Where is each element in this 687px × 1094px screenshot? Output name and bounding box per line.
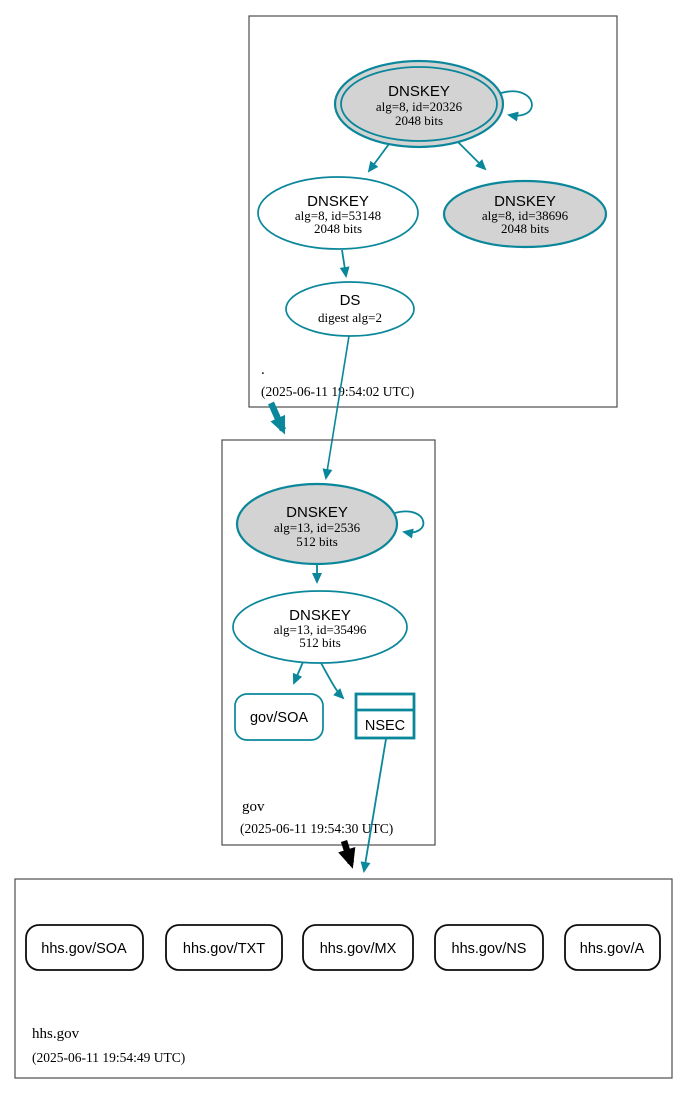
node-root-dnskey-38696-title: DNSKEY: [494, 193, 556, 210]
zone-gov-name: gov: [242, 799, 265, 815]
node-hhs-txt[interactable]: hhs.gov/TXT: [165, 924, 283, 971]
edge-gov-zsk-to-soa: [292, 661, 304, 685]
zone-hhs-name: hhs.gov: [32, 1026, 80, 1042]
node-gov-nsec[interactable]: NSEC: [354, 692, 416, 740]
node-gov-dnskey-35496-shape: [232, 590, 408, 664]
node-root-dnskey-53148-shape: [257, 176, 419, 250]
node-root-dnskey-53148-detail2: 2048 bits: [314, 221, 362, 236]
edge-gov-zsk-to-nsec: [320, 662, 345, 700]
node-hhs-mx[interactable]: hhs.gov/MX: [302, 924, 414, 971]
zone-root: DNSKEY alg=8, id=20326 2048 bits DNSKEY …: [248, 15, 618, 408]
zone-hhs-border: [14, 878, 673, 1079]
zone-hhs-timestamp: (2025-06-11 19:54:49 UTC): [32, 1050, 185, 1065]
node-hhs-txt-shape: [165, 924, 283, 971]
node-root-dnskey-38696-shape: [442, 179, 608, 249]
node-root-dnskey-53148[interactable]: DNSKEY alg=8, id=53148 2048 bits: [257, 176, 419, 250]
node-hhs-a-shape: [564, 924, 661, 971]
node-gov-dnskey-2536-detail2: 512 bits: [296, 534, 338, 549]
node-gov-nsec-label: NSEC: [365, 718, 405, 734]
node-root-dnskey-20326-outer: [333, 59, 505, 149]
node-gov-soa-shape: [234, 693, 324, 741]
node-hhs-a-label: hhs.gov/A: [580, 941, 645, 957]
node-hhs-soa[interactable]: hhs.gov/SOA: [25, 924, 144, 971]
zone-gov-timestamp: (2025-06-11 19:54:30 UTC): [240, 821, 393, 836]
node-hhs-ns[interactable]: hhs.gov/NS: [434, 924, 544, 971]
zone-root-border: [248, 15, 618, 408]
node-hhs-mx-shape: [302, 924, 414, 971]
edge-root-zsk-to-ds: [339, 249, 350, 278]
node-gov-ds[interactable]: DS digest alg=2: [285, 281, 415, 337]
zone-hhs: hhs.gov/SOA hhs.gov/TXT hhs.gov/MX hhs.g…: [14, 878, 673, 1079]
node-root-dnskey-20326[interactable]: DNSKEY alg=8, id=20326 2048 bits: [333, 59, 505, 149]
node-gov-dnskey-35496[interactable]: DNSKEY alg=13, id=35496 512 bits: [232, 590, 408, 664]
node-root-dnskey-20326-title: DNSKEY: [388, 83, 450, 100]
node-hhs-a[interactable]: hhs.gov/A: [564, 924, 661, 971]
node-root-dnskey-20326-detail2: 2048 bits: [395, 113, 443, 128]
node-gov-dnskey-35496-title: DNSKEY: [289, 607, 351, 624]
node-hhs-txt-label: hhs.gov/TXT: [183, 941, 265, 957]
node-hhs-mx-label: hhs.gov/MX: [320, 941, 397, 957]
node-gov-dnskey-35496-detail1: alg=13, id=35496: [274, 622, 367, 637]
node-hhs-soa-label: hhs.gov/SOA: [41, 941, 127, 957]
edge-root-ksk-to-zsk: [367, 143, 390, 173]
node-root-dnskey-38696[interactable]: DNSKEY alg=8, id=38696 2048 bits: [442, 179, 608, 249]
node-gov-dnskey-2536-title: DNSKEY: [286, 504, 348, 521]
zone-root-name: .: [261, 362, 265, 378]
node-gov-ds-title: DS: [340, 292, 361, 309]
node-hhs-ns-label: hhs.gov/NS: [452, 941, 527, 957]
zone-root-timestamp: (2025-06-11 19:54:02 UTC): [261, 384, 414, 399]
node-root-dnskey-20326-inner: [340, 66, 498, 142]
zone-gov-border: [221, 439, 436, 846]
node-root-dnskey-20326-detail1: alg=8, id=20326: [376, 99, 463, 114]
edge-nsec-to-hhs: [360, 738, 387, 873]
node-gov-dnskey-35496-detail2: 512 bits: [299, 635, 341, 650]
edge-secure-delegation-root-to-gov: [268, 401, 286, 435]
node-gov-soa[interactable]: gov/SOA: [234, 693, 324, 741]
node-gov-soa-label: gov/SOA: [250, 710, 308, 726]
node-gov-dnskey-2536-detail1: alg=13, id=2536: [274, 520, 361, 535]
edge-insecure-delegation-gov-to-hhs: [338, 840, 356, 869]
zone-gov: DNSKEY alg=13, id=2536 512 bits DNSKEY a…: [221, 439, 436, 846]
node-gov-dnskey-2536[interactable]: DNSKEY alg=13, id=2536 512 bits: [235, 482, 399, 566]
node-hhs-soa-shape: [25, 924, 144, 971]
edge-root-ksk-to-ksk2: [457, 141, 487, 171]
node-root-dnskey-38696-detail1: alg=8, id=38696: [482, 208, 569, 223]
node-root-dnskey-53148-detail1: alg=8, id=53148: [295, 208, 381, 223]
node-gov-ds-detail1: digest alg=2: [318, 310, 382, 325]
edge-root-ksk-selfsign: [500, 90, 533, 122]
node-root-dnskey-38696-detail2: 2048 bits: [501, 221, 549, 236]
node-gov-dnskey-2536-shape: [235, 482, 399, 566]
edge-gov-ksk-selfsign: [394, 510, 425, 539]
node-root-dnskey-53148-title: DNSKEY: [307, 193, 369, 210]
edge-ds-to-gov-ksk: [322, 335, 350, 480]
node-gov-nsec-shape: [354, 692, 416, 740]
node-hhs-ns-shape: [434, 924, 544, 971]
node-gov-ds-shape: [285, 281, 415, 337]
